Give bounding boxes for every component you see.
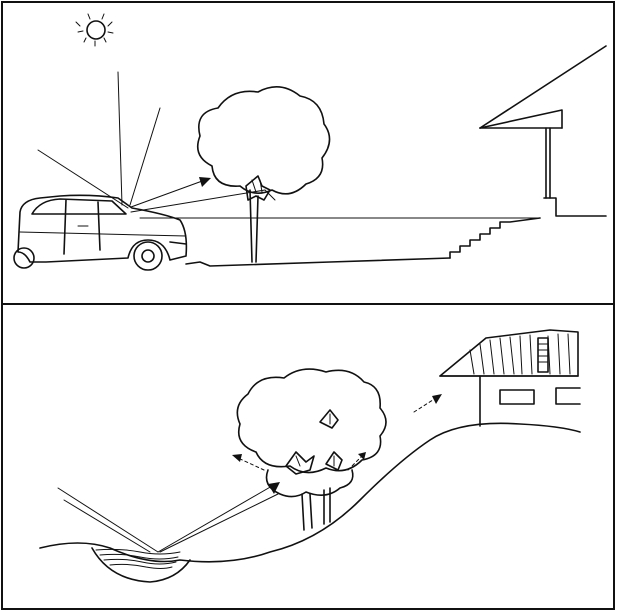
figure (0, 0, 617, 612)
diagram-canvas (0, 0, 617, 612)
